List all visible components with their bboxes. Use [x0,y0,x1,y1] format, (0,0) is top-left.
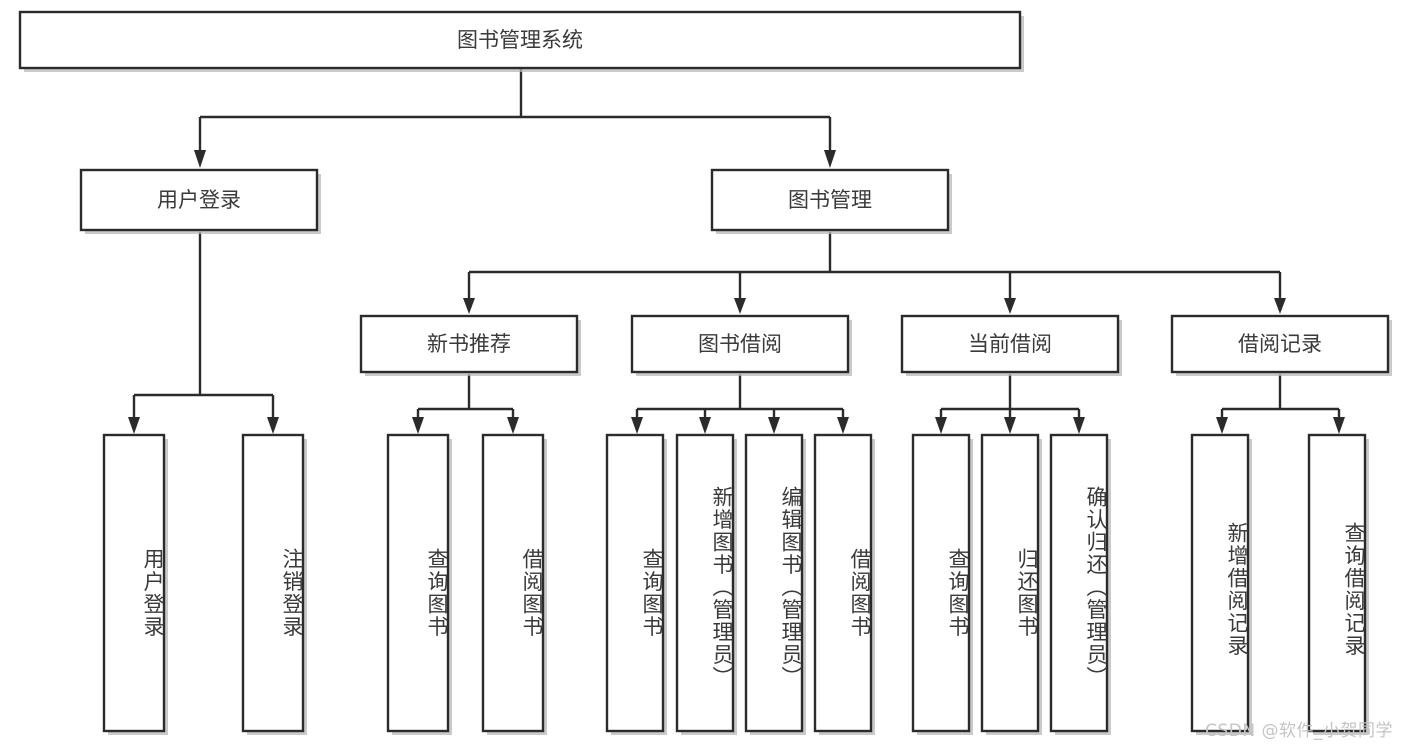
connectors-newbook-to-leaves [412,374,519,434]
node-box-current-borrow[interactable]: 当前借阅 [900,314,1122,376]
node-box-user-login[interactable]: 用户登录 [79,168,321,234]
connectors-currentborrow-to-leaves [935,374,1085,434]
leaf-box-add-record[interactable] [1190,433,1252,735]
connectors-root-to-level2 [194,68,836,168]
node-box-root[interactable]: 图书管理系统 [18,10,1024,72]
leaf-box-query-book-1[interactable] [386,433,452,735]
leaf-box-user-login[interactable] [102,433,168,735]
node-label-new-book-rec: 新书推荐 [427,332,511,356]
leaf-box-user-logout[interactable] [241,433,307,735]
connectors-borrowrecord-to-leaves [1216,374,1345,434]
leaf-box-add-book[interactable] [675,433,737,735]
watermark-text: CSDN @软件_小贺同学 [1205,721,1393,741]
leaf-box-edit-book[interactable] [744,433,806,735]
node-box-new-book-rec[interactable]: 新书推荐 [359,314,581,376]
leaf-box-confirm-return[interactable] [1049,433,1111,735]
node-label-book-manage: 图书管理 [788,188,872,212]
leaf-box-borrow-book-1[interactable] [481,433,547,735]
node-label-root: 图书管理系统 [457,28,583,52]
leaf-box-return-book[interactable] [980,433,1042,735]
node-label-current-borrow: 当前借阅 [968,332,1052,356]
leaf-box-query-book-2[interactable] [605,433,667,735]
leaf-box-borrow-book-2[interactable] [813,433,875,735]
connectors-userlogin-to-leaves [128,232,279,434]
connectors-bookmanage-to-level3 [463,232,1286,314]
node-label-borrow-record: 借阅记录 [1238,332,1322,356]
leaf-box-query-record[interactable] [1307,433,1369,735]
node-box-borrow-record[interactable]: 借阅记录 [1170,314,1392,376]
node-label-book-borrow: 图书借阅 [698,332,782,356]
node-box-book-manage[interactable]: 图书管理 [710,168,952,234]
leaf-box-query-book-3[interactable] [911,433,973,735]
node-label-user-login: 用户登录 [157,188,241,212]
node-box-book-borrow[interactable]: 图书借阅 [630,314,852,376]
connectors-bookborrow-to-leaves [631,374,849,434]
